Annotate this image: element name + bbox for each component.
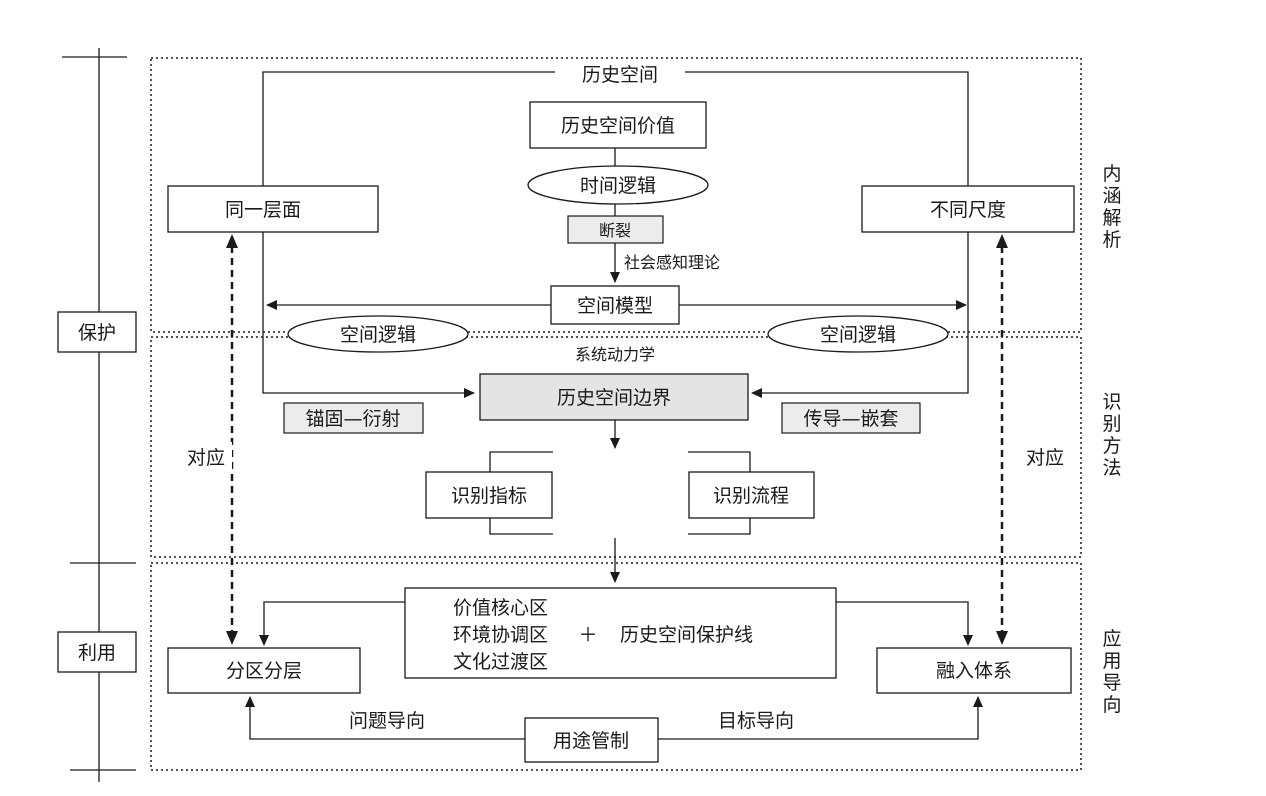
correspond-arrows [230,246,1004,634]
value-box [529,101,707,149]
process-box [688,471,815,519]
svg-text:识别流程: 识别流程 [713,485,789,507]
same-level-box [167,185,379,233]
svg-text:同一层面: 同一层面 [225,199,301,221]
index-box [425,471,553,519]
svg-text:分区分层: 分区分层 [226,660,302,682]
svg-text:涵: 涵 [1102,185,1121,207]
svg-text:时间逻辑: 时间逻辑 [580,175,656,197]
svg-text:内: 内 [1102,163,1121,185]
historic-space-title: 历史空间 [582,64,658,86]
goal-oriented-label: 目标导向 [718,710,794,732]
top-connectors [245,71,983,740]
frame-connotation [150,57,1082,333]
svg-text:锚固—衍射: 锚固—衍射 [305,408,400,430]
zone-box [404,587,837,679]
svg-text:导: 导 [1102,672,1121,694]
svg-text:别: 别 [1102,413,1121,435]
protect-box [57,311,137,353]
system-dynamics-label: 系统动力学 [575,345,655,364]
protect-line-label: 历史空间保护线 [620,624,753,646]
svg-text:历史空间价值: 历史空间价值 [561,115,675,137]
zone-transition: 文化过渡区 [453,651,548,673]
diff-scale-box [861,185,1075,233]
zone-core: 价值核心区 [453,597,548,619]
svg-text:空间模型: 空间模型 [577,295,653,317]
space-logic-right-ellipse [767,315,949,353]
svg-text:历史空间边界: 历史空间边界 [557,387,671,409]
frame-apply [150,562,1082,771]
plus-sign: ＋ [578,624,597,646]
svg-text:向: 向 [1102,694,1121,716]
utilize-label: 利用 [78,642,116,664]
svg-text:解: 解 [1102,207,1121,229]
correspond-arrowheads [226,234,1008,645]
svg-text:用: 用 [1102,650,1121,672]
svg-text:不同尺度: 不同尺度 [930,199,1006,221]
space-model-box [550,285,680,325]
social-theory-label: 社会感知理论 [624,253,720,272]
usage-control-box [524,717,659,763]
svg-text:识: 识 [1102,391,1121,413]
svg-text:应: 应 [1102,628,1121,650]
right-axis: 内 涵 解 析 识 别 方 法 应 用 导 向 [1102,163,1121,716]
correspond-right-label: 对应 [1026,447,1064,469]
anchor-box [283,402,424,434]
correspond-left-label: 对应 [187,447,225,469]
svg-text:空间逻辑: 空间逻辑 [820,324,896,346]
svg-text:断裂: 断裂 [599,221,631,240]
rupture-box [567,215,664,244]
svg-text:方: 方 [1102,435,1121,457]
integrate-box [876,647,1072,694]
conduct-box [781,402,921,434]
space-logic-left-ellipse [287,315,469,353]
problem-oriented-label: 问题导向 [349,710,425,732]
svg-text:传导—嵌套: 传导—嵌套 [803,408,898,430]
zone-coordinate: 环境协调区 [453,624,548,646]
protect-label: 保护 [78,322,116,344]
time-logic-ellipse [527,165,709,205]
svg-text:析: 析 [1102,229,1121,251]
svg-text:法: 法 [1102,457,1121,479]
svg-text:用途管制: 用途管制 [553,730,629,752]
utilize-box [57,631,137,673]
svg-text:空间逻辑: 空间逻辑 [340,324,416,346]
svg-text:融入体系: 融入体系 [936,660,1012,682]
frame-identify [150,336,1082,558]
partition-box [167,647,361,694]
svg-text:识别指标: 识别指标 [451,485,527,507]
section-frames [150,57,1082,771]
boundary-box [479,373,749,421]
